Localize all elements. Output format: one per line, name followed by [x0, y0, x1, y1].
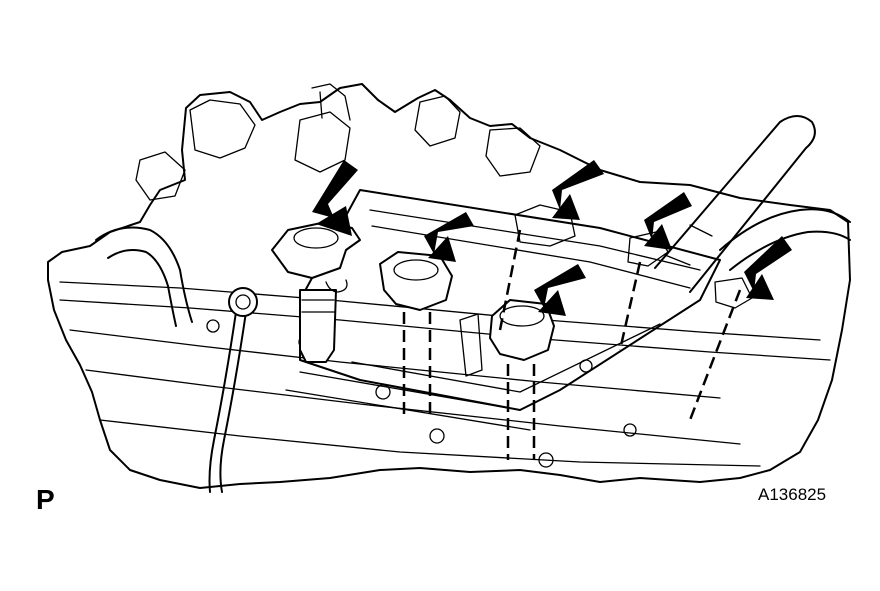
ignition-coil-1 [271, 221, 361, 363]
arrow-coil-1 [312, 160, 358, 218]
arrow-bracket-rear-left [552, 160, 604, 210]
ignition-coil-3 [459, 299, 555, 460]
arrow-clamp-right [744, 236, 792, 292]
head-cover [206, 189, 721, 468]
view-letter: P [36, 484, 55, 515]
arrow-coil-2 [424, 212, 474, 254]
arrows [312, 160, 792, 316]
arrow-coil-3 [534, 264, 586, 308]
arrow-clamp-middle [644, 192, 692, 240]
engine-body [47, 83, 851, 493]
ignition-coil-2 [379, 251, 453, 420]
figure-id-label: A136825 [758, 485, 827, 504]
